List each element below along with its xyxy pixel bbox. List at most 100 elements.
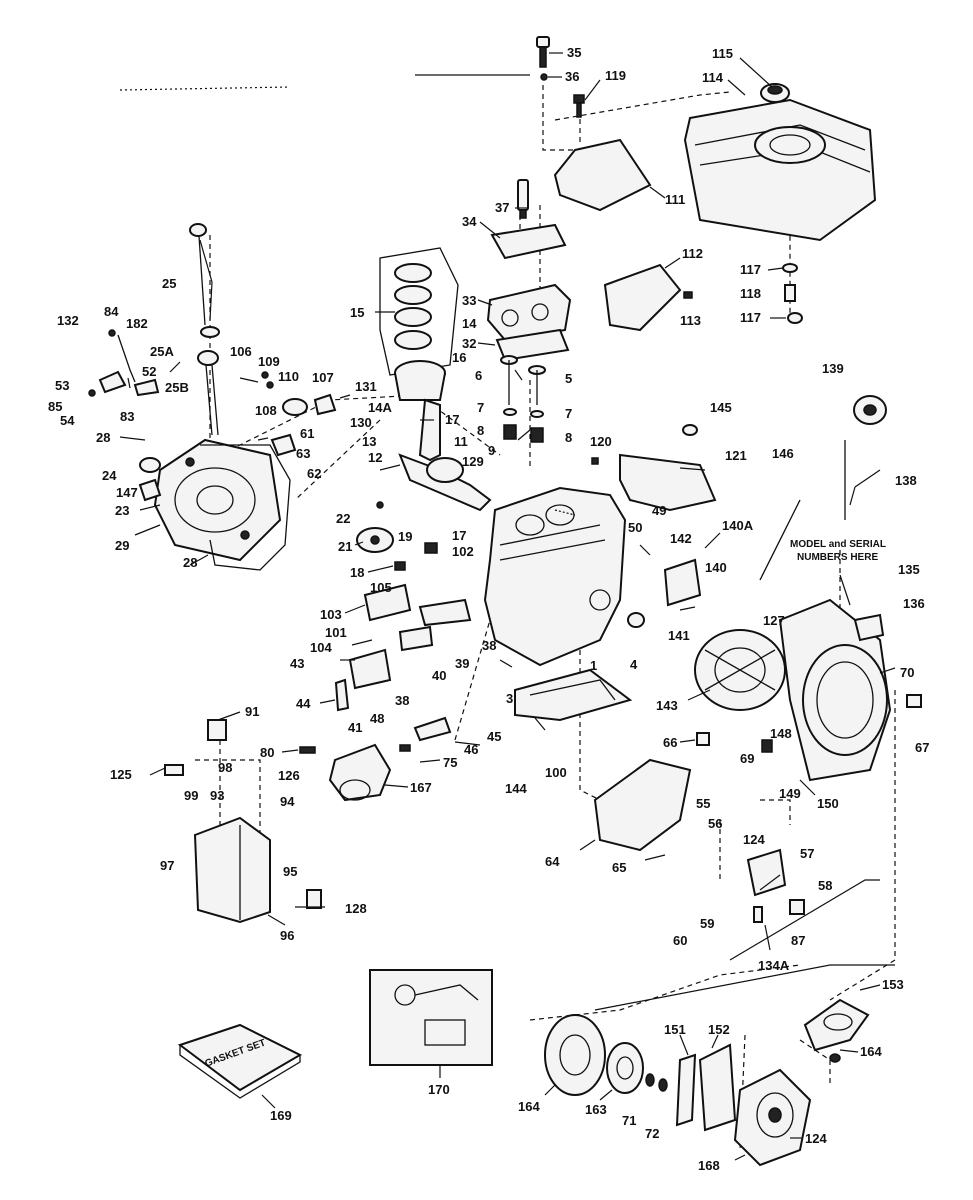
callout-38a: 38 [395,693,409,708]
callout-40: 40 [432,668,446,683]
callout-163: 163 [585,1102,607,1117]
part-governor-group [239,371,351,416]
callout-63: 63 [296,446,310,461]
part-washer-36 [540,73,548,81]
callout-7b: 7 [565,406,572,421]
part-crankcase-cover-23 [153,438,282,562]
part-bracket-57 [746,848,787,897]
callout-96: 96 [280,928,294,943]
part-80 [299,746,316,754]
part-118 [784,284,796,302]
callout-125: 125 [110,767,132,782]
callout-109: 109 [258,354,280,369]
callout-48: 48 [370,711,384,726]
part-45 [413,716,452,742]
model-serial-note-line1: MODEL and SERIAL [790,539,886,550]
callout-101: 101 [325,625,347,640]
callout-69: 69 [740,751,754,766]
part-breather-103 [363,583,412,622]
callout-126: 126 [278,768,300,783]
part-117-bottom [787,312,803,324]
callout-168: 168 [698,1158,720,1173]
callout-152: 152 [708,1022,730,1037]
callout-29: 29 [115,538,129,553]
callout-23: 23 [115,503,129,518]
part-seal-24 [139,457,161,473]
callout-142: 142 [670,531,692,546]
part-44 [334,678,350,712]
callout-14A: 14A [368,400,392,415]
callout-1: 1 [590,658,597,673]
part-lever-53 [98,370,127,394]
part-136 [853,613,885,642]
part-bolt-29 [134,524,161,536]
part-128 [306,889,322,909]
callout-62: 62 [307,466,321,481]
callout-91: 91 [245,704,259,719]
callout-59: 59 [700,916,714,931]
part-cylinder-block-1 [483,486,627,667]
callout-134A: 134A [758,958,790,973]
callout-45: 45 [487,729,501,744]
part-40 [398,625,434,652]
callout-36: 36 [565,69,579,84]
callout-80: 80 [260,745,274,760]
callout-141: 141 [668,628,690,643]
callout-21: 21 [338,539,352,554]
callout-37: 37 [495,200,509,215]
part-134A [753,906,763,923]
callout-58: 58 [818,878,832,893]
part-seal-25A [200,326,220,338]
part-gasket-32 [495,328,570,362]
part-132 [108,329,116,337]
callout-94: 94 [280,794,295,809]
callout-19: 19 [398,529,412,544]
callout-60: 60 [673,933,687,948]
callout-117-bottom: 117 [740,310,761,325]
callout-145: 145 [710,400,732,415]
callout-131: 131 [355,379,377,394]
callout-110: 110 [278,369,299,384]
callout-97: 97 [160,858,174,873]
callout-107: 107 [312,370,334,385]
part-manifold-33 [486,283,572,342]
callout-136: 136 [903,596,925,611]
part-4 [627,612,645,628]
part-87 [789,899,805,915]
callout-15: 15 [350,305,364,320]
callout-57: 57 [800,846,814,861]
callout-149: 149 [779,786,801,801]
callout-93: 93 [210,788,224,803]
part-120 [591,457,599,465]
callout-28a: 28 [96,430,110,445]
callout-13: 13 [362,434,376,449]
callout-67: 67 [915,740,929,755]
part-base-100-ridge [529,679,616,701]
callout-56: 56 [708,816,722,831]
part-valves-5-6 [500,355,546,443]
part-piston-rings-15 [379,247,459,376]
callout-105: 105 [370,580,392,595]
part-52 [133,378,160,397]
part-air-cleaner-114 [683,98,877,242]
callout-121: 121 [725,448,747,463]
part-148 [761,739,773,753]
part-cap-115 [760,83,790,103]
callout-46: 46 [464,742,478,757]
callout-33: 33 [462,293,476,308]
callout-102: 102 [452,544,474,559]
part-bolt-35 [536,36,550,68]
callout-129: 129 [462,454,484,469]
callout-55: 55 [696,796,710,811]
callout-87: 87 [791,933,805,948]
part-71 [645,1073,655,1087]
part-crankshaft-11 [379,453,492,512]
callout-150: 150 [817,796,839,811]
callout-8b: 8 [565,430,572,445]
callout-120: 120 [590,434,612,449]
callout-113: 113 [680,313,701,328]
callout-50: 50 [628,520,642,535]
part-125 [164,764,184,776]
callout-112: 112 [682,246,703,261]
